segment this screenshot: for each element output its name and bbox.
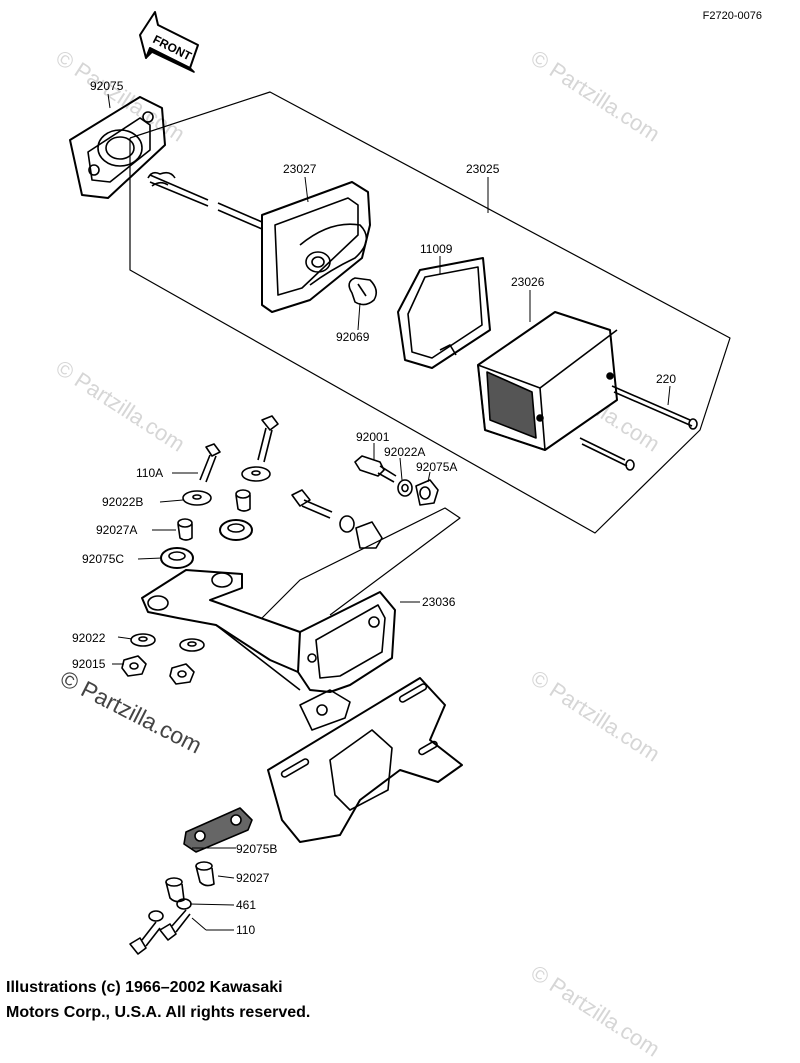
part-label: 23025 — [466, 162, 500, 176]
part-label: 92075A — [416, 460, 458, 474]
part-label: 92022B — [102, 495, 144, 509]
front-arrow-icon: FRONT — [139, 11, 199, 73]
part-92075B-plate — [183, 807, 253, 853]
part-92015-nut — [121, 655, 195, 685]
diagram-code: F2720-0076 — [702, 10, 762, 22]
part-label: 461 — [236, 898, 257, 912]
part-23036-bracket — [141, 569, 396, 693]
part-461-washer — [148, 898, 192, 922]
part-label: 92069 — [336, 330, 370, 344]
part-label: 110A — [136, 466, 164, 480]
part-220-screws — [579, 385, 698, 471]
part-92075C-grommet — [160, 519, 253, 569]
part-label: 92027 — [236, 871, 270, 885]
part-label: 92075 — [90, 79, 124, 93]
part-label: 220 — [656, 372, 677, 386]
part-label: 92022 — [72, 631, 106, 645]
copyright-notice: Illustrations (c) 1966–2002 Kawasaki Mot… — [6, 975, 310, 1025]
parts-diagram: FRONT — [69, 11, 731, 955]
copyright-line: Illustrations (c) 1966–2002 Kawasaki — [6, 979, 283, 996]
part-label: 110 — [236, 923, 256, 937]
part-label: 92027A — [96, 523, 138, 537]
part-label: 92015 — [72, 657, 106, 671]
part-label: 23026 — [511, 275, 545, 289]
part-23027-lamp-base — [261, 181, 371, 313]
part-92027-collar — [165, 861, 215, 903]
part-23026-lens — [477, 311, 618, 451]
part-label: 11009 — [420, 242, 453, 256]
part-label: 92022A — [384, 445, 426, 459]
part-label: 23027 — [283, 162, 317, 176]
part-92022-washer — [130, 633, 205, 652]
part-11009-gasket — [397, 257, 491, 369]
part-110-bolt — [129, 909, 191, 955]
part-license-bracket — [267, 677, 463, 843]
wire-harness — [147, 171, 263, 230]
part-92001-bolt-group — [354, 455, 439, 506]
part-label: 23036 — [422, 595, 456, 609]
part-label: 92075C — [82, 552, 125, 566]
part-mount-bolt — [291, 489, 383, 549]
part-92069-bulb — [348, 277, 378, 306]
part-label: 92001 — [356, 430, 390, 444]
part-92027A-collar — [177, 489, 251, 541]
part-92075-gasket — [69, 96, 166, 199]
copyright-line: Motors Corp., U.S.A. All rights reserved… — [6, 1004, 311, 1021]
part-label: 92075B — [236, 842, 278, 856]
part-110A-bolt — [199, 415, 279, 483]
part-92022B-washer — [182, 466, 271, 506]
